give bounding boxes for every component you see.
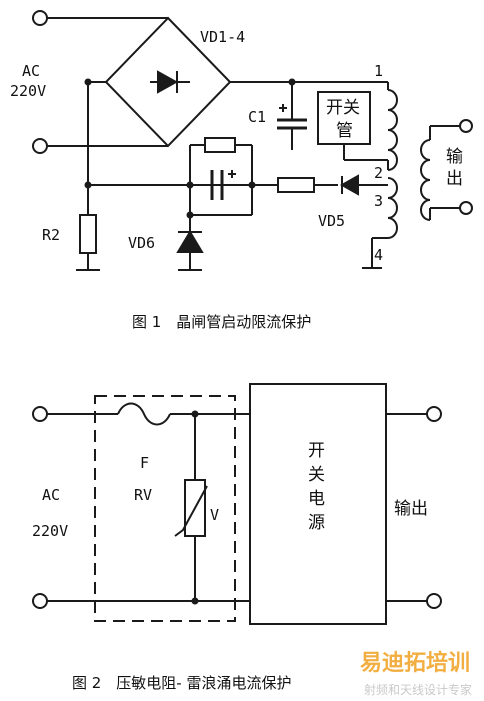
label-output-1: 输 [446,147,463,167]
figure2-schematic: AC 220V F RV V 开 关 电 源 输出 图 2 压敏电阻- 雷浪涌电… [32,383,442,692]
fuse-f [117,402,171,426]
bridge-diode-icon [150,70,190,94]
figure1-schematic: VD1-4 AC 220V C1 开关 管 R2 VD6 VD5 输 出 1 2… [10,10,473,331]
label-r2: R2 [42,226,60,244]
ac-terminal-top [32,10,48,26]
label-vd6: VD6 [128,234,155,252]
label-ac: AC [22,62,40,80]
label-c1: C1 [248,108,266,126]
transformer-aux-coil [387,177,398,239]
label-output-2: 出 [446,169,463,189]
figure2-caption: 图 2 压敏电阻- 雷浪涌电流保护 [72,674,292,692]
varistor-rv [174,414,208,601]
resistor-vd5-branch [252,174,388,196]
switch-power-supply-box [249,383,387,625]
fig2-label-rv: RV [134,486,152,504]
fig2-ac-terminal-top [32,406,48,422]
label-switch-tube-1: 开关 [326,98,360,118]
output-terminal-top [459,119,473,133]
pin-3: 3 [374,192,383,210]
thyristor-network [189,137,253,225]
label-switch-tube-2: 管 [336,121,353,141]
fig2-label-fuse: F [140,454,149,472]
ac-terminal-bottom [32,138,48,154]
watermark-tagline: 射频和天线设计专家 [364,682,472,697]
fig2-label-output: 输出 [394,499,428,519]
capacitor-c1 [277,82,307,150]
psu-label-1: 开 [308,441,325,461]
output-terminal-bottom [459,201,473,215]
psu-label-3: 电 [308,489,325,509]
diode-vd5 [339,174,359,196]
label-vd5: VD5 [318,212,345,230]
fig2-output-terminal-top [426,406,442,422]
label-220v: 220V [10,82,46,100]
psu-label-2: 关 [308,465,325,485]
pin-2: 2 [374,164,383,182]
fig2-label-220v: 220V [32,522,68,540]
fig2-output-terminal-bottom [426,593,442,609]
psu-label-4: 源 [308,513,325,533]
transformer-secondary-coil [420,125,460,221]
watermark-brand: 易迪拓培训 [360,650,470,676]
figure1-caption: 图 1 晶闸管启动限流保护 [132,313,311,331]
fig2-ac-terminal-bottom [32,593,48,609]
protection-module-box [94,395,236,622]
pin-4: 4 [374,246,383,264]
watermark-logo: 易迪拓培训 射频和天线设计专家 [360,650,472,697]
resistor-r2 [76,185,100,271]
bridge-rectifier [104,16,232,148]
thyristor-vd6 [176,225,204,271]
fig2-label-ac: AC [42,486,60,504]
transformer-primary-coil [387,89,398,171]
fig2-label-v: V [210,506,219,524]
label-vd1-4: VD1-4 [200,28,245,46]
pin-1: 1 [374,62,383,80]
